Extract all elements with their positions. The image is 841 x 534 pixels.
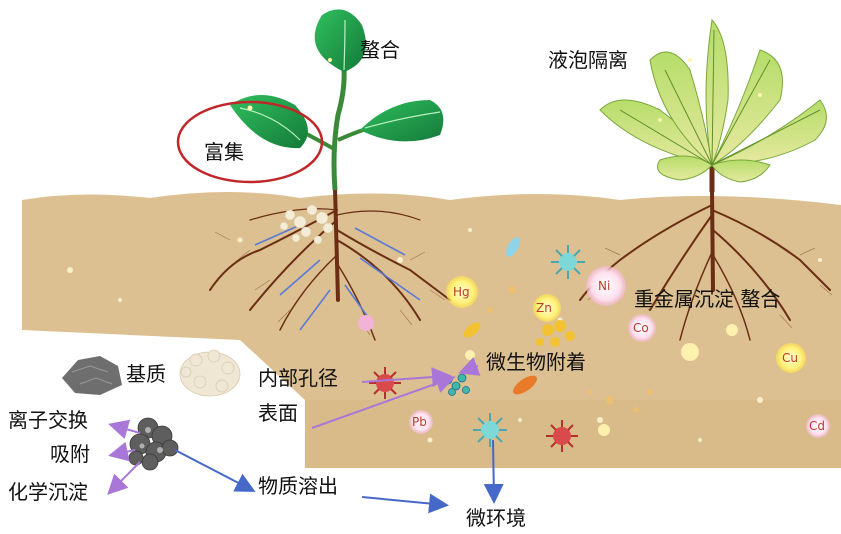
left-plant-stem	[334, 70, 344, 190]
metal-hg: Hg	[453, 286, 470, 298]
label-internal-pore: 内部孔径	[258, 368, 338, 388]
arrow-micro-env-from-microbe	[493, 440, 494, 500]
matrix-gray-pile	[62, 356, 122, 395]
top-leaf	[315, 9, 366, 72]
matrix-white-pile	[180, 350, 240, 396]
label-micro-env: 微环境	[466, 508, 526, 528]
metal-cd: Cd	[809, 420, 825, 432]
label-dissolution: 物质溶出	[258, 476, 338, 496]
metal-pb: Pb	[412, 416, 427, 428]
arrow-to-dissolution	[175, 450, 252, 490]
label-enrichment: 富集	[204, 142, 244, 162]
microbe-cyan-top	[551, 245, 585, 279]
label-surface: 表面	[258, 403, 298, 423]
label-precip-chelation: 重金属沉淀 螯合	[634, 289, 780, 309]
microbe-cyan-bottom	[473, 413, 507, 447]
metal-co: Co	[633, 322, 649, 334]
right-leaf	[360, 100, 443, 141]
label-adsorption: 吸附	[50, 444, 90, 464]
label-microbe-attach: 微生物附着	[486, 352, 586, 372]
label-matrix: 基质	[126, 364, 166, 384]
soil-shadow	[305, 400, 841, 468]
arrow-to-ion-exchange	[112, 425, 140, 433]
label-vacuole: 液泡隔离	[548, 50, 628, 70]
arrow-to-micro-env	[362, 497, 445, 505]
metal-zn: Zn	[536, 302, 552, 314]
metal-cu: Cu	[782, 352, 798, 364]
label-ion-exchange: 离子交换	[8, 410, 88, 430]
arrow-to-chem-precip	[110, 462, 140, 492]
label-chelation-top: 螯合	[360, 40, 400, 60]
matrix-center-pile	[129, 418, 178, 470]
metal-ni: Ni	[598, 280, 610, 292]
label-chem-precip: 化学沉淀	[8, 482, 88, 502]
pink-blob	[358, 315, 374, 331]
